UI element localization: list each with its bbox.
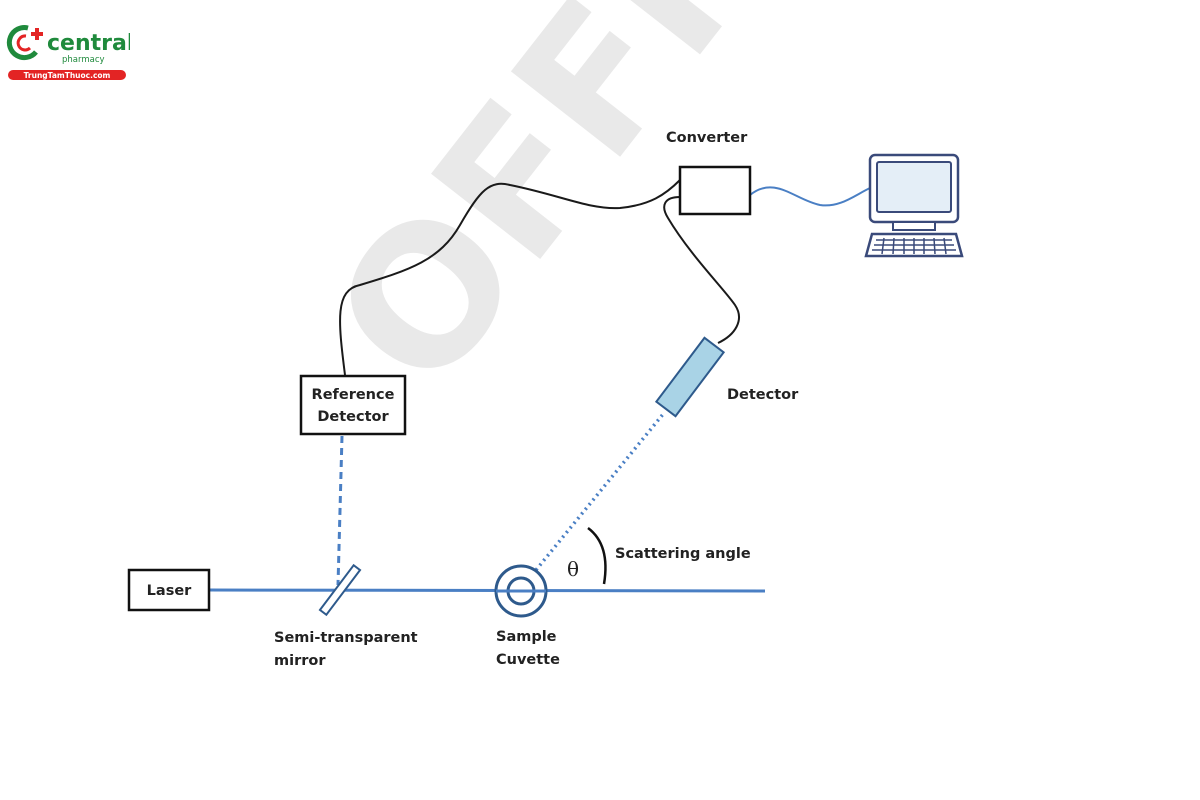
- computer-cable: [749, 186, 871, 207]
- scattered-beam: [534, 411, 666, 572]
- logo-url: TrungTamThuoc.com: [24, 71, 111, 80]
- logo-sub: pharmacy: [62, 55, 105, 65]
- laser-label: Laser: [147, 583, 192, 599]
- sample-label-line2: Cuvette: [496, 652, 560, 668]
- reference-detector-box: [299, 374, 407, 436]
- logo-mark-icon: [6, 25, 43, 61]
- converter-box: [678, 165, 752, 216]
- reference-cable: [339, 179, 681, 376]
- laser-beam: [208, 588, 766, 593]
- semi-transparent-mirror: [318, 563, 362, 617]
- reference-beam: [336, 435, 344, 586]
- computer-icon: [864, 153, 964, 258]
- theta-symbol: θ: [567, 557, 579, 581]
- detector-label: Detector: [727, 387, 799, 403]
- mirror-label-line2: mirror: [274, 653, 326, 669]
- sample-label-line1: Sample: [496, 629, 557, 645]
- converter-label: Converter: [666, 130, 748, 146]
- logo-brand: central: [47, 31, 130, 56]
- watermark-text: OFFIC: [291, 0, 854, 428]
- angle-arc: [587, 527, 607, 585]
- central-pharmacy-logo: central pharmacy TrungTamThuoc.com: [6, 25, 130, 80]
- detector-cable: [663, 196, 740, 344]
- reference-detector-label-line2: Detector: [317, 409, 389, 425]
- logo-url-pill: [8, 70, 126, 80]
- sample-cuvette: [494, 564, 548, 618]
- laser-box: [127, 568, 211, 612]
- reference-detector-label-line1: Reference: [312, 387, 395, 403]
- detector-icon: [654, 336, 726, 418]
- scattering-angle-label: Scattering angle: [615, 546, 751, 562]
- watermark: OFFIC: [291, 0, 854, 428]
- mirror-label-line1: Semi-transparent: [274, 630, 418, 646]
